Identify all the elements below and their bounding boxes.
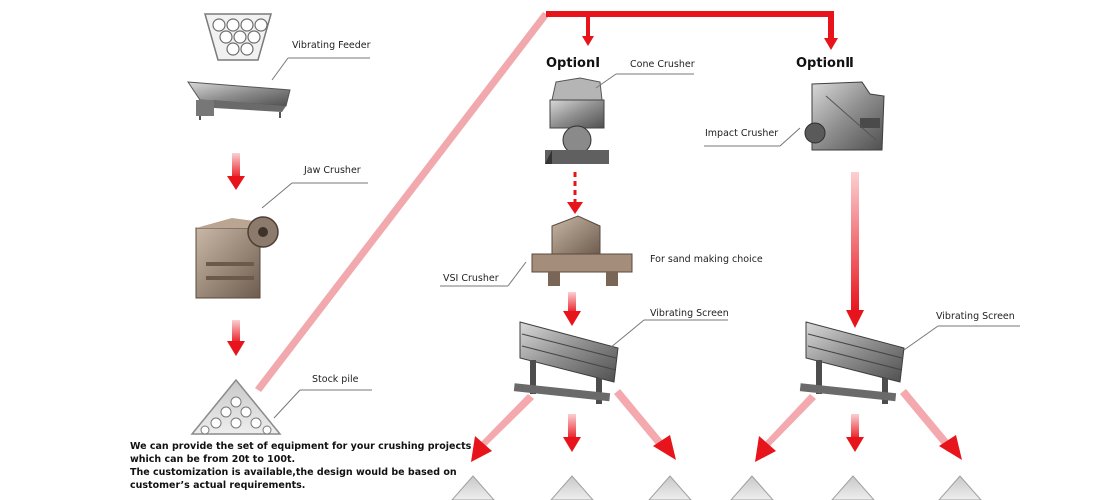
arrow-option2-icon: [824, 38, 838, 50]
cone-crusher-machine: [545, 77, 609, 164]
vibrating-screen-2-machine: [799, 321, 905, 404]
feeder-hopper-icon: [204, 13, 272, 61]
vibrating-screen-1-machine: [513, 321, 619, 404]
description-line-3: The customization is available,the desig…: [130, 467, 457, 478]
output-arrows-option1-icon: [471, 389, 676, 462]
cone-crusher-label: Cone Crusher: [630, 59, 695, 70]
vibrating-feeder-label: Vibrating Feeder: [292, 40, 371, 51]
stock-pile-label: Stock pile: [312, 374, 359, 385]
arrow-option1-icon: [582, 36, 594, 46]
leader-cone: [595, 73, 617, 89]
leader-feeder: [271, 57, 289, 81]
option-1-heading: OptionⅠ: [546, 56, 601, 71]
jaw-crusher-label: Jaw Crusher: [304, 165, 361, 176]
impact-crusher-machine: [804, 81, 885, 151]
vibrating-screen-2-label: Vibrating Screen: [936, 311, 1015, 322]
stock-pile-icon: [190, 378, 282, 435]
impact-crusher-label: Impact Crusher: [705, 128, 779, 139]
jaw-crusher-machine: [195, 216, 279, 299]
vsi-crusher-label: VSI Crusher: [443, 273, 499, 284]
sand-making-label: For sand making choice: [650, 254, 763, 265]
output-arrows-option2-icon: [755, 389, 962, 462]
output-piles: [451, 475, 982, 500]
arrow-jaw-to-pile-icon: [227, 320, 245, 356]
leader-jaw: [261, 182, 293, 209]
vsi-crusher-machine: [531, 215, 633, 286]
leader-stockpile: [273, 389, 301, 419]
arrow-vsi-to-screen-icon: [563, 292, 581, 326]
arrow-cone-to-vsi-dashed-icon: [567, 172, 583, 214]
description-text: We can provide the set of equipment for …: [130, 440, 472, 492]
vibrating-feeder-machine: [187, 81, 291, 120]
description-line-4: customer’s actual requirements.: [130, 480, 306, 491]
option-2-heading: OptionⅡ: [796, 56, 854, 71]
arrow-impact-to-screen-icon: [846, 172, 864, 328]
description-line-2: which can be from 20t to 100t.: [130, 454, 296, 465]
feed-line-red: [255, 11, 838, 392]
vibrating-screen-1-label: Vibrating Screen: [650, 308, 729, 319]
leader-vsi: [507, 261, 527, 287]
arrow-feeder-to-jaw-icon: [227, 153, 245, 190]
leader-impact: [779, 127, 801, 147]
description-line-1: We can provide the set of equipment for …: [130, 441, 472, 452]
leader-screen-1: [609, 319, 645, 349]
leader-screen-2: [903, 325, 939, 351]
